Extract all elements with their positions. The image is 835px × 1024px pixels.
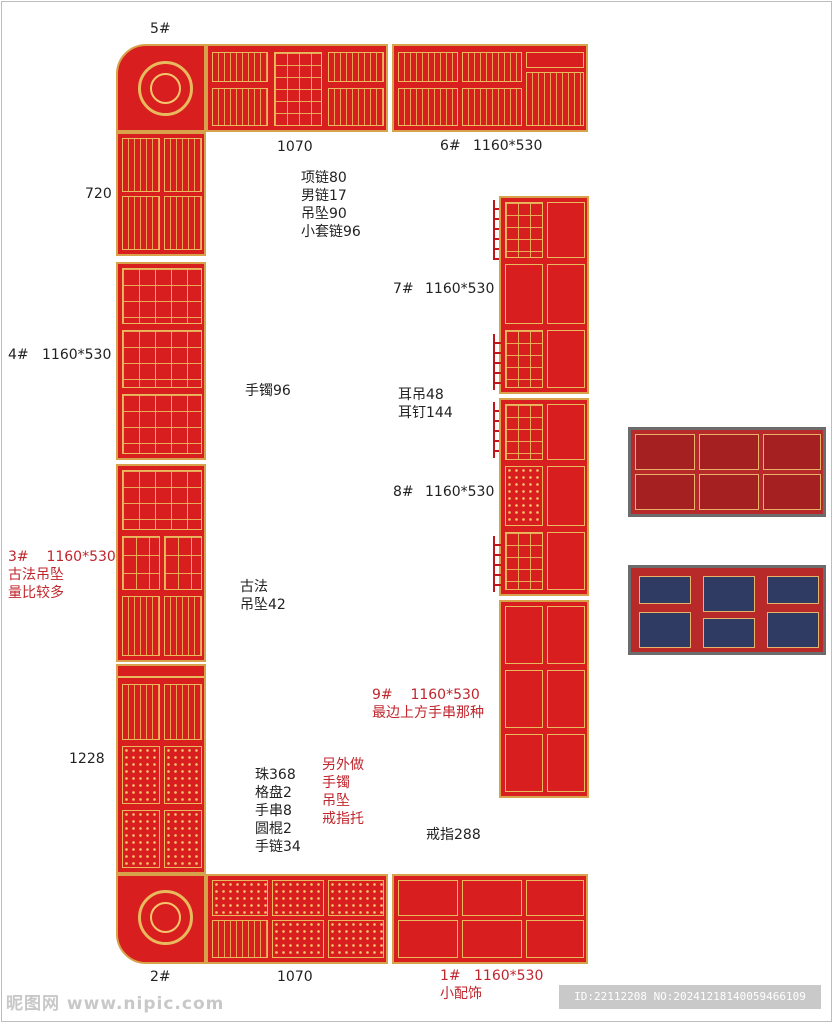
item: 格盘2 (255, 785, 292, 801)
section-9-note: 最边上方手串那种 (372, 705, 484, 721)
section-8-id: 8# (393, 484, 414, 500)
section-9-label: 9# 1160*530 最边上方手串那种 (372, 686, 484, 722)
tray-right-8 (499, 398, 589, 596)
section-3-note: 量比较多 (8, 585, 64, 601)
item: 小套链96 (301, 224, 361, 240)
section-8-size: 1160*530 (425, 484, 495, 500)
tray-left-upper (116, 132, 206, 256)
section-5-id: 5# (150, 21, 171, 37)
item: 古法 (240, 579, 268, 595)
bracelet-count: 手镯96 (245, 383, 291, 399)
earring-list: 耳吊48 耳钉144 (398, 386, 453, 422)
medallion-ornament (138, 61, 193, 116)
item: 耳吊48 (398, 387, 444, 403)
item: 手串8 (255, 803, 292, 819)
section-6-size: 1160*530 (473, 138, 543, 154)
section-9-size: 1160*530 (410, 687, 480, 703)
section-4-size: 1160*530 (42, 347, 112, 363)
tray-bottom-a (206, 874, 388, 964)
bottom-group-list: 珠368 格盘2 手串8 圆棍2 手链34 (255, 766, 301, 856)
section-3-note: 古法吊坠 (8, 567, 64, 583)
section-1-size: 1160*530 (474, 968, 544, 984)
section-4-id: 4# (8, 347, 29, 363)
ancient-list: 古法 吊坠42 (240, 578, 286, 614)
preview-panel-navy (628, 565, 826, 655)
section-3-size: 1160*530 (46, 549, 116, 565)
tray-right-9 (499, 600, 589, 798)
hook-rail (493, 334, 501, 390)
hook-rail (493, 200, 501, 260)
preview-panel-red (628, 427, 826, 517)
bottom-width-label: 1070 (277, 969, 313, 985)
section-9-id: 9# (372, 687, 393, 703)
item: 耳钉144 (398, 405, 453, 421)
item: 手镯 (322, 775, 350, 791)
medallion-ornament (138, 890, 193, 945)
tray-top-b-6 (392, 44, 588, 132)
item: 戒指托 (322, 811, 364, 827)
section-6-id: 6# (440, 138, 461, 154)
item: 吊坠42 (240, 597, 286, 613)
section-1-label: 1# 1160*530 小配饰 (440, 967, 543, 1003)
hook-rail (493, 536, 501, 592)
tray-left-lower (116, 664, 206, 874)
item: 另外做 (322, 757, 364, 773)
tray-bottom-1 (392, 874, 588, 964)
tray-left-4 (116, 262, 206, 460)
image-id-badge: ID:22112208 NO:20241218140059466109 (559, 985, 821, 1009)
section-3-id: 3# (8, 549, 29, 565)
section-3-label: 3# 1160*530 古法吊坠 量比较多 (8, 548, 116, 602)
section-7-size: 1160*530 (425, 281, 495, 297)
top-group-list: 项链80 男链17 吊坠90 小套链96 (301, 169, 361, 241)
top-width-label: 1070 (277, 139, 313, 155)
left-upper-label: 720 (85, 186, 112, 202)
item: 项链80 (301, 170, 347, 186)
extra-list: 另外做 手镯 吊坠 戒指托 (322, 756, 364, 828)
item: 男链17 (301, 188, 347, 204)
left-lower-label: 1228 (69, 751, 105, 767)
ring-count: 戒指288 (426, 827, 481, 843)
item: 吊坠 (322, 793, 350, 809)
item: 手链34 (255, 839, 301, 855)
tray-left-3 (116, 464, 206, 662)
section-2-id: 2# (150, 969, 171, 985)
item: 吊坠90 (301, 206, 347, 222)
section-1-note: 小配饰 (440, 986, 482, 1002)
tray-top-a (206, 44, 388, 132)
item: 珠368 (255, 767, 296, 783)
site-watermark: 昵图网 www.nipic.com (6, 994, 225, 1014)
corner-tray-2 (116, 874, 206, 964)
section-7-id: 7# (393, 281, 414, 297)
tray-right-7 (499, 196, 589, 394)
corner-tray-5 (116, 44, 206, 132)
hook-rail (493, 402, 501, 458)
item: 圆棍2 (255, 821, 292, 837)
section-1-id: 1# (440, 968, 461, 984)
